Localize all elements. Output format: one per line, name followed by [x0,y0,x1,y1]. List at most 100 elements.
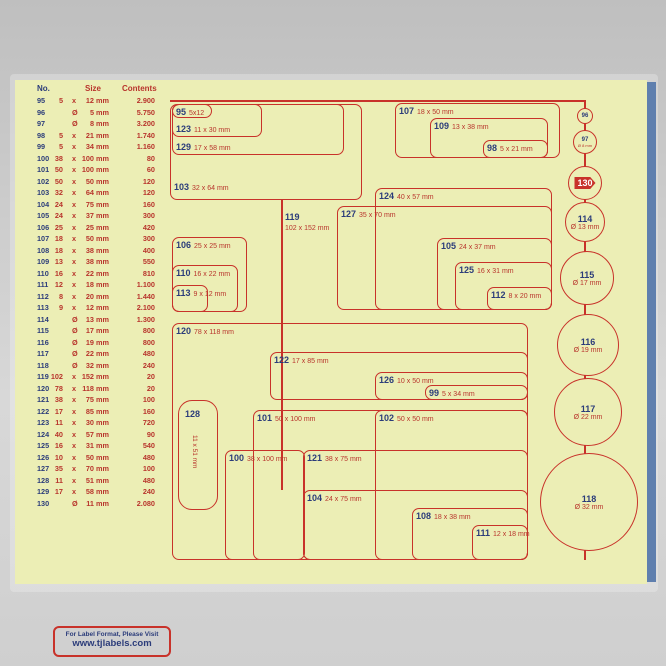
table-cell: 800 [142,326,155,335]
divider-line [281,200,283,490]
label-outline-100 [225,450,305,560]
label-size: 25 x 25 mm [194,243,231,250]
label-number: 114 [577,213,593,224]
table-cell: 17 [54,406,63,416]
table-cell: 40 [54,429,63,439]
table-cell: 129 [37,487,50,496]
table-cell: 123 [37,418,50,427]
table-cell: 8 [58,291,63,301]
table-cell: 720 [142,418,155,427]
table-cell: x [72,429,77,439]
table-cell: 240 [142,360,155,370]
label-outline-112 [487,287,552,310]
table-cell: 20 [146,372,155,381]
label-size: 17 x 58 mm [194,145,231,152]
table-cell: 109 [37,257,50,266]
header-size: Size [85,84,102,93]
table-cell: 152 mm [81,372,109,381]
label-size: 40 x 57 mm [397,194,434,201]
label-number: 129 [176,142,192,152]
table-cell: 75 mm [85,395,109,404]
table-cell: 119 [37,372,49,381]
table-cell: 1.160 [136,142,155,151]
table-cell: 106 [37,222,50,232]
table-cell: 114 [37,314,49,324]
arrow-icon: 130 [574,177,596,189]
label-number: 112 [491,290,506,300]
label-size: 18 x 50 mm [417,109,454,116]
label-size: 16 x 22 mm [193,271,231,278]
table-cell: 2.100 [136,303,155,312]
table-cell: 50 mm [85,452,109,462]
table-cell: x [72,165,77,174]
table-cell: 35 [54,464,63,473]
table-cell: x [72,406,77,416]
table-cell: 160 [142,406,155,416]
table-cell: 120 [142,176,155,186]
table-cell: x [72,303,77,312]
table-cell: 100 [142,464,155,473]
table-cell: 11 mm [86,498,109,508]
table-cell: 103 [37,188,50,197]
table-cell: Ø [72,498,78,508]
label-size: 50 x 100 mm [275,416,316,423]
label-size: 32 x 64 mm [192,185,229,192]
website-link[interactable]: www.tjlabels.com [72,638,152,649]
table-cell: 30 mm [85,418,109,427]
table-cell: 50 mm [85,176,109,186]
table-cell: 117 [37,349,49,358]
header-no: No. [37,84,50,93]
table-cell: 130 [37,498,50,508]
table-cell: 99 [37,142,46,151]
table-cell: 18 [54,234,63,243]
table-cell: 127 [37,464,50,473]
table-cell: 160 [142,199,155,209]
table-cell: 100 mm [81,153,109,163]
table-cell: x [72,142,77,151]
table-cell: 22 mm [85,349,109,358]
label-size: 11 x 51 mm [191,435,198,469]
table-cell: x [72,222,77,232]
label-size: 8 x 20 mm [508,293,542,300]
table-cell: 240 [142,487,155,496]
table-cell: 118 [37,360,49,370]
label-size: 24 x 37 mm [459,244,496,251]
label-number: 126 [379,375,395,385]
table-cell: 800 [142,337,155,347]
table-cell: Ø [72,107,78,117]
table-cell: 58 mm [85,487,109,496]
label-number: 108 [416,511,432,521]
table-cell: 75 mm [85,199,109,209]
label-number: 124 [379,191,395,201]
label-number: 130 [577,178,593,188]
table-cell: 100 [142,395,155,404]
table-cell: 85 mm [85,406,109,416]
table-cell: 120 [37,383,50,393]
table-cell: 38 [54,395,63,404]
